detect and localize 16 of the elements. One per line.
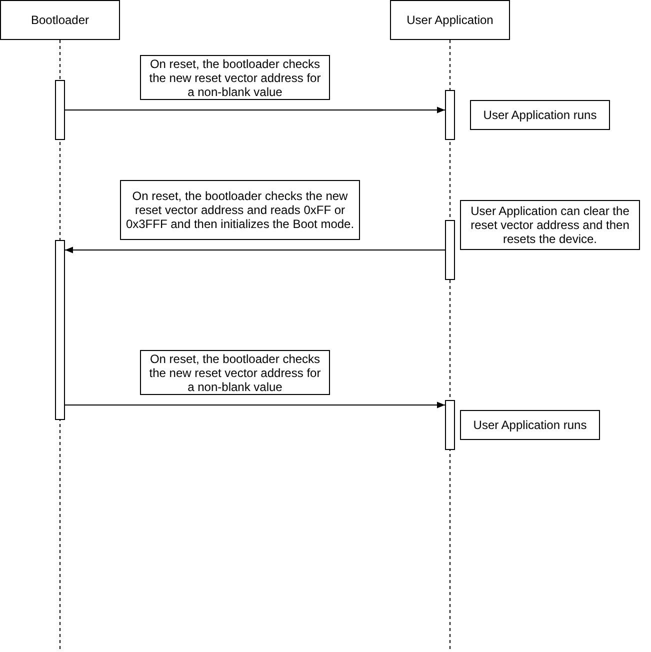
participant-box: User Application xyxy=(390,0,510,40)
message-box: On reset, the bootloader checks the new reset vector address and reads 0xFF or 0x3FFF and then initializes the Boot mode. xyxy=(120,180,360,240)
activation-bar xyxy=(445,220,455,280)
arrow xyxy=(64,402,446,408)
note-box: User Application can clear the reset vector address and then resets the device. xyxy=(460,200,640,250)
note-box: User Application runs xyxy=(460,410,600,440)
arrow xyxy=(64,246,446,254)
note-box: User Application runs xyxy=(470,100,610,130)
activation-bar xyxy=(55,240,65,420)
message-box: On reset, the bootloader checks the new reset vector address for a non-blank value xyxy=(140,350,330,395)
participant-box: Bootloader xyxy=(0,0,120,40)
activation-bar xyxy=(445,90,455,140)
activation-bar xyxy=(445,400,455,450)
message-box: On reset, the bootloader checks the new reset vector address for a non-blank value xyxy=(140,55,330,100)
activation-bar xyxy=(55,80,65,140)
arrow xyxy=(64,106,446,114)
